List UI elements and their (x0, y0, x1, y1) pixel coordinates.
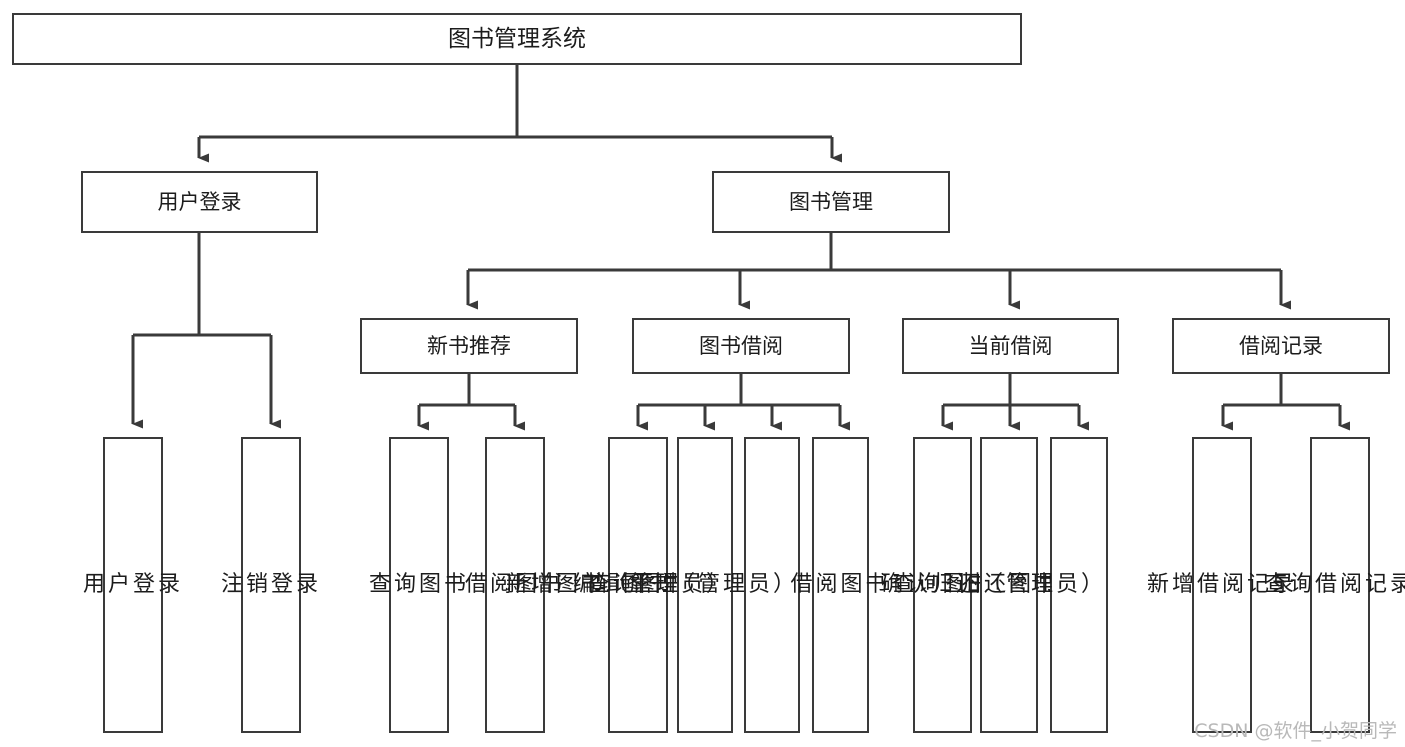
node-book-management[interactable]: 图书管理 (712, 171, 950, 233)
node-root-book-management-system[interactable]: 图书管理系统 (12, 13, 1022, 65)
node-label: 查询图书 (587, 572, 688, 598)
leaf-record-query-borrow-record[interactable]: 查询借阅记录 (1265, 437, 1405, 733)
leaf-record-add-borrow-record[interactable]: 新增借阅记录 (1147, 437, 1294, 733)
node-label: 图书管理 (789, 189, 873, 214)
node-label: 查询图书 (368, 572, 469, 598)
csdn-watermark: CSDN @软件_小贺同学 (1194, 720, 1397, 742)
leaf-book-borrow-edit-book-admin[interactable]: 编辑图书（管理员） (573, 437, 800, 733)
node-label: 新增借阅记录 (1146, 572, 1297, 598)
node-label: 借阅图书 (790, 572, 891, 598)
leaf-new-book-borrow-book[interactable]: 借阅图书 (465, 437, 562, 733)
node-label: 查询图书 (892, 572, 993, 598)
node-label: 归还图书 (958, 572, 1059, 598)
node-book-borrowing[interactable]: 图书借阅 (632, 318, 850, 374)
node-label: 用户登录 (157, 189, 242, 214)
node-label: 确认归还（管理员） (880, 572, 1106, 598)
node-label: 图书借阅 (699, 333, 783, 358)
leaf-new-book-query-book[interactable]: 查询图书 (369, 437, 466, 733)
leaf-book-borrow-borrow-book[interactable]: 借阅图书 (790, 437, 887, 733)
node-user-login[interactable]: 用户登录 (81, 171, 318, 233)
node-label: 图书管理系统 (448, 25, 586, 52)
leaf-user-login-login[interactable]: 用户登录 (83, 437, 180, 733)
node-label: 注销登录 (220, 572, 321, 598)
leaf-current-borrow-query-book[interactable]: 查询图书 (892, 437, 989, 733)
node-label: 借阅图书 (464, 572, 565, 598)
node-current-borrowing[interactable]: 当前借阅 (902, 318, 1119, 374)
node-borrowing-record[interactable]: 借阅记录 (1172, 318, 1390, 374)
node-label: 新书推荐 (427, 333, 511, 358)
node-label: 用户登录 (82, 572, 183, 598)
node-new-book-recommendation[interactable]: 新书推荐 (360, 318, 578, 374)
leaf-current-borrow-confirm-return-admin[interactable]: 确认归还（管理员） (881, 437, 1108, 733)
leaf-book-borrow-add-book-admin[interactable]: 新增图书（管理员） (506, 437, 733, 733)
leaf-user-login-logout[interactable]: 注销登录 (221, 437, 318, 733)
node-label: 借阅记录 (1239, 333, 1323, 358)
node-label: 当前借阅 (968, 333, 1053, 358)
leaf-book-borrow-query-book[interactable]: 查询图书 (588, 437, 685, 733)
node-label: 编辑图书（管理员） (572, 572, 798, 598)
leaf-current-borrow-return-book[interactable]: 归还图书 (959, 437, 1056, 733)
node-label: 新增图书（管理员） (505, 572, 731, 598)
node-label: 查询借阅记录 (1264, 572, 1405, 598)
